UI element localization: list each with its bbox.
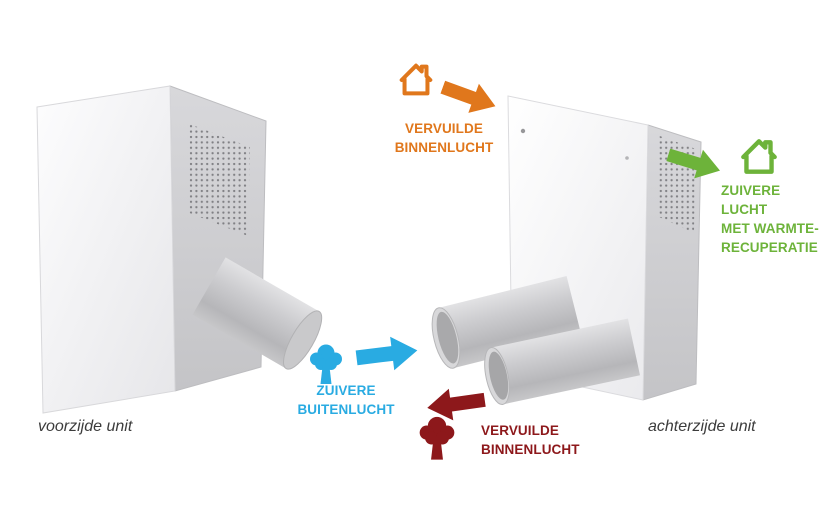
front-unit-caption: voorzijde unit — [38, 418, 133, 435]
screw-dot — [520, 128, 526, 134]
arrow-right-icon — [663, 139, 726, 188]
house-outline-icon — [395, 59, 437, 101]
duct-pipe — [192, 257, 323, 370]
front-unit — [36, 85, 323, 414]
tree-icon — [306, 340, 346, 388]
vent-grille — [187, 123, 250, 236]
screw-dot — [625, 156, 629, 160]
tree-icon — [415, 412, 459, 464]
arrow-right-icon — [353, 331, 423, 377]
stale-air-out-label: VERVUILDE BINNENLUCHT — [481, 423, 580, 458]
stale-air-in-label: VERVUILDE BINNENLUCHT — [394, 121, 494, 156]
house-outline-icon — [736, 134, 782, 180]
clean-air-out-label: ZUIVERE LUCHT MET WARMTE- RECUPERATIE — [721, 183, 819, 256]
rear-unit-caption: achterzijde unit — [648, 418, 756, 435]
duct-pipe-exhaust — [484, 318, 640, 405]
fresh-air-in-label: ZUIVERE BUITENLUCHT — [297, 383, 395, 418]
rear-unit — [431, 95, 702, 405]
arrow-right-icon — [437, 70, 504, 124]
arrow-left-icon — [422, 382, 488, 426]
front-unit-face — [36, 85, 176, 414]
